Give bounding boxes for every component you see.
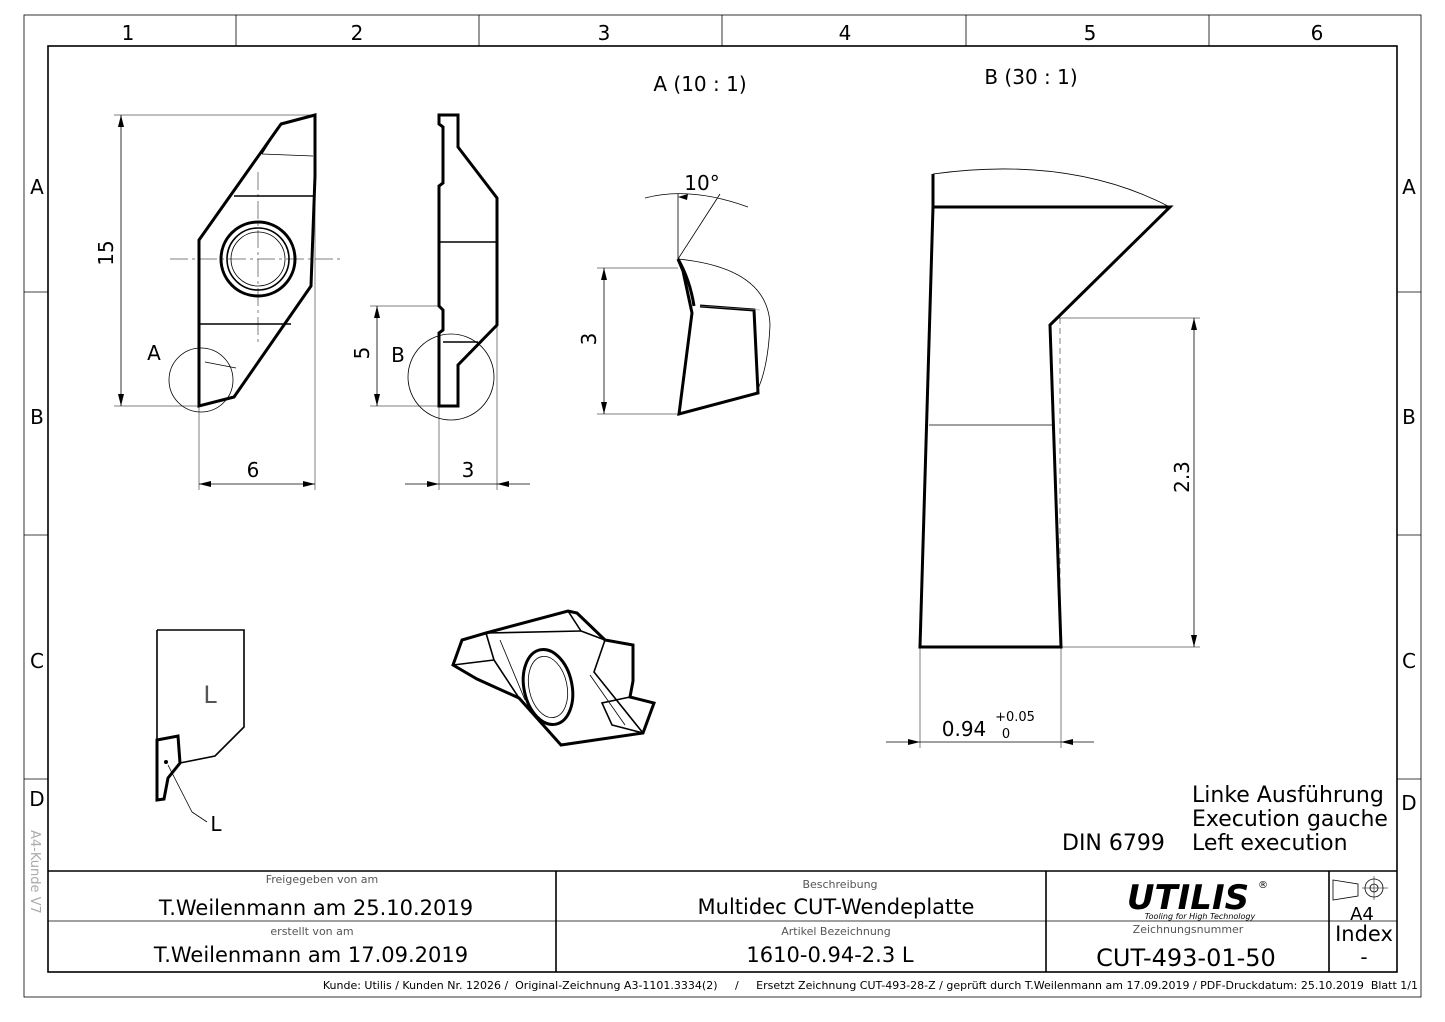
isometric-view bbox=[451, 609, 656, 747]
detail-marker-a: A bbox=[147, 341, 161, 365]
front-view bbox=[168, 113, 342, 413]
dimension-5-label: 5 bbox=[350, 347, 374, 360]
dimension-6 bbox=[198, 176, 316, 490]
detail-b-title: B (30 : 1) bbox=[984, 65, 1077, 89]
zone-col-1: 1 bbox=[122, 21, 135, 45]
zone-row-d-left: D bbox=[29, 787, 44, 811]
execution-note-fr: Execution gauche bbox=[1192, 807, 1388, 832]
tolerance-lower: 0 bbox=[1002, 727, 1010, 742]
dimension-5 bbox=[370, 305, 439, 407]
zone-row-c-right: C bbox=[1402, 649, 1416, 673]
zone-col-2: 2 bbox=[351, 21, 364, 45]
logo-registered: ® bbox=[1258, 880, 1268, 891]
index-value: - bbox=[1360, 945, 1367, 969]
created-label: erstellt von am bbox=[270, 925, 353, 938]
side-template-label: A4-Kunde V7 bbox=[27, 830, 42, 914]
logo-tagline: Tooling for High Technology bbox=[1145, 912, 1256, 921]
released-value: T.Weilenmann am 25.10.2019 bbox=[158, 896, 473, 920]
detail-a-view bbox=[644, 193, 771, 417]
dimension-2-3 bbox=[1055, 317, 1200, 648]
released-label: Freigegeben von am bbox=[266, 873, 379, 886]
dimension-0-94 bbox=[886, 647, 1094, 748]
zone-row-a-right: A bbox=[1402, 175, 1416, 199]
description-value: Multidec CUT-Wendeplatte bbox=[698, 895, 975, 919]
zone-row-b-left: B bbox=[30, 405, 44, 429]
execution-note-de: Linke Ausführung bbox=[1192, 783, 1384, 808]
zone-col-6: 6 bbox=[1311, 21, 1324, 45]
article-label: Artikel Bezeichnung bbox=[781, 925, 891, 938]
title-block bbox=[48, 870, 1397, 972]
detail-a-title: A (10 : 1) bbox=[653, 72, 746, 96]
drawing-number-label: Zeichnungsnummer bbox=[1133, 923, 1244, 936]
dimension-15 bbox=[114, 114, 315, 407]
footer-text: Kunde: Utilis / Kunden Nr. 12026 / Origi… bbox=[323, 979, 1418, 992]
zone-col-3: 3 bbox=[598, 21, 611, 45]
detail-marker-b: B bbox=[391, 343, 405, 367]
zone-col-4: 4 bbox=[839, 21, 852, 45]
holder-symbol-view bbox=[155, 629, 245, 823]
dimension-3-width bbox=[405, 325, 530, 490]
side-view bbox=[407, 113, 499, 421]
drawing-number-value: CUT-493-01-50 bbox=[1096, 944, 1276, 972]
logo-text: UTILIS bbox=[1127, 878, 1249, 918]
symbol-l: L bbox=[203, 681, 217, 709]
dimension-3-width-label: 3 bbox=[462, 458, 475, 482]
paper-size: A4 bbox=[1350, 904, 1374, 925]
description-label: Beschreibung bbox=[802, 878, 877, 891]
tolerance-upper: +0.05 bbox=[995, 710, 1035, 725]
marker-l: L bbox=[210, 812, 222, 836]
detail-b-view bbox=[918, 168, 1174, 649]
standard-note: DIN 6799 bbox=[1062, 831, 1165, 856]
dimension-2-3-label: 2.3 bbox=[1170, 461, 1194, 493]
created-value: T.Weilenmann am 17.09.2019 bbox=[153, 943, 468, 967]
zone-row-d-right: D bbox=[1401, 791, 1416, 815]
dimension-3-height bbox=[597, 267, 679, 415]
dimension-15-label: 15 bbox=[94, 240, 118, 265]
dimension-0-94-label: 0.94 bbox=[942, 717, 987, 741]
angle-10-label: 10° bbox=[684, 171, 719, 195]
zone-row-b-right: B bbox=[1402, 405, 1416, 429]
utilis-logo: UTILIS ® Tooling for High Technology bbox=[1127, 878, 1268, 921]
dimension-6-label: 6 bbox=[247, 458, 260, 482]
zone-col-5: 5 bbox=[1084, 21, 1097, 45]
zone-row-a-left: A bbox=[30, 175, 44, 199]
index-label: Index bbox=[1335, 922, 1393, 946]
execution-note-en: Left execution bbox=[1192, 831, 1348, 856]
dimension-3-height-label: 3 bbox=[577, 333, 601, 346]
article-value: 1610-0.94-2.3 L bbox=[746, 943, 913, 967]
drawing-frame bbox=[23, 14, 1422, 998]
zone-row-c-left: C bbox=[30, 649, 44, 673]
